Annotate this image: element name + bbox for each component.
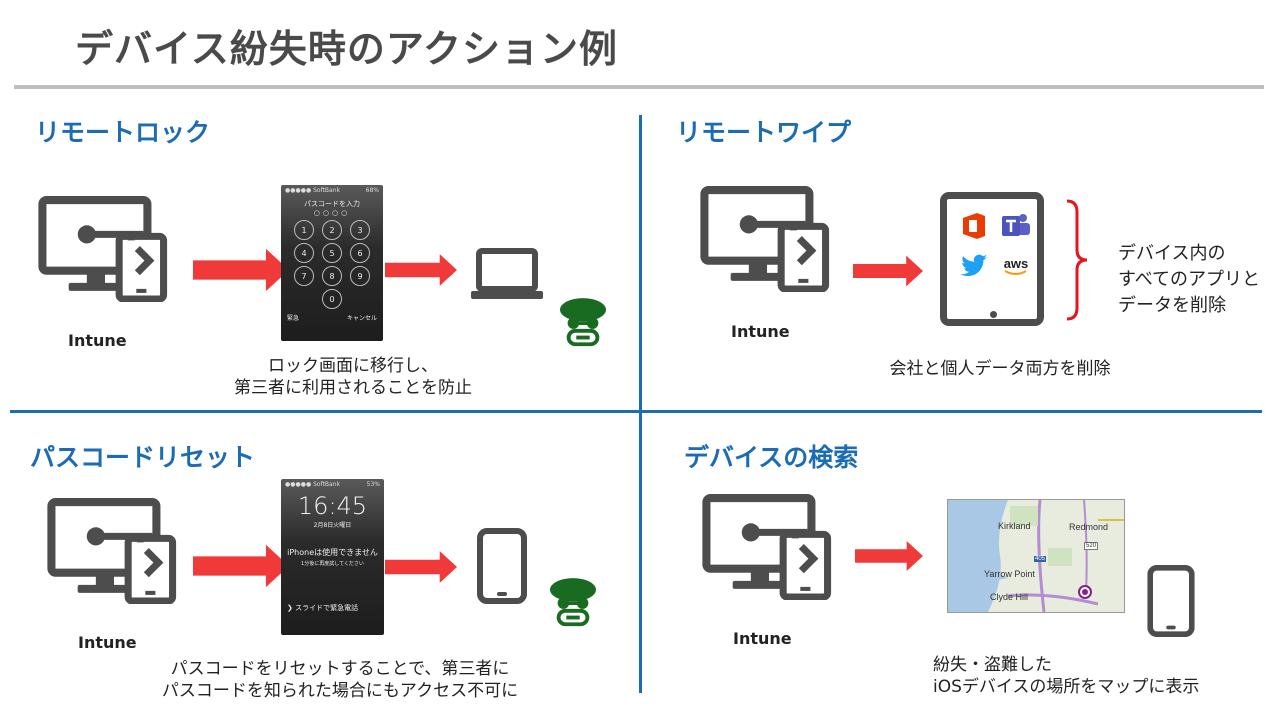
arrow-icon (193, 544, 289, 588)
section-title-remote-lock: リモートロック (35, 118, 211, 147)
arrow-icon (855, 534, 923, 578)
battery-text: 53% (366, 481, 380, 488)
carrier-text: ●●●●● SoftBank (285, 187, 340, 194)
battery-text: 68% (365, 187, 379, 194)
caption-line: パスコードを知られた場合にもアクセス不可に (161, 681, 519, 701)
caption-line: iOSデバイスの場所をマップに表示 (933, 677, 1200, 697)
key-4: 4 (294, 243, 314, 263)
teams-app-icon (1001, 211, 1031, 241)
lockscreen-phone-screenshot: ●●●●● SoftBank 68% パスコードを入力 ○○○○ 1 2 3 4 … (281, 185, 383, 341)
location-map: Kirkland Redmond Yarrow Point Clyde Hill… (947, 499, 1125, 613)
wipe-description-line: データを削除 (1118, 295, 1226, 316)
arrow-icon (193, 248, 289, 292)
home-button-icon (990, 311, 997, 318)
retry-message: 1分後に再度試してください (301, 561, 364, 567)
caption-line: ロック画面に移行し、 (268, 356, 438, 376)
bracket-icon (1066, 199, 1088, 321)
clock-text: 16:45 (297, 492, 368, 520)
map-background (948, 500, 1124, 612)
twitter-app-icon (959, 251, 989, 281)
emergency-text: 緊急 (287, 315, 300, 322)
intune-label: Intune (733, 629, 792, 648)
map-label-clyde-hill: Clyde Hill (990, 592, 1029, 602)
caption-remote-lock: ロック画面に移行し、 第三者に利用されることを防止 (218, 355, 488, 399)
road-shield-405: 405 (1034, 556, 1047, 562)
arrow-icon (853, 249, 923, 293)
key-9: 9 (350, 266, 370, 286)
arrow-icon (385, 248, 457, 292)
disabled-message: iPhoneは使用できません (287, 548, 378, 557)
intune-device-icon (38, 196, 170, 302)
key-7: 7 (294, 266, 314, 286)
section-title-remote-wipe: リモートワイプ (676, 118, 852, 147)
caption-remote-wipe: 会社と個人データ両方を削除 (889, 359, 1111, 379)
section-title-device-search: デバイスの検索 (684, 443, 859, 472)
smartphone-icon (477, 528, 527, 604)
key-1: 1 (294, 220, 314, 240)
page-title: デバイス紛失時のアクション例 (75, 27, 618, 71)
attacker-icon (559, 296, 607, 356)
wipe-description-line: デバイス内の (1118, 243, 1226, 264)
aws-app-icon: aws (1001, 251, 1031, 281)
key-6: 6 (350, 243, 370, 263)
passcode-dots: ○○○○ (313, 209, 351, 217)
arrow-icon (385, 545, 457, 589)
intune-label: Intune (78, 633, 137, 652)
wipe-description-line: すべてのアプリと (1118, 269, 1261, 290)
cancel-text: キャンセル (346, 315, 377, 322)
intune-device-icon (47, 498, 179, 604)
smartphone-icon (1146, 565, 1196, 637)
caption-line: 第三者に利用されることを防止 (234, 378, 472, 398)
office-app-icon (959, 211, 989, 241)
horizontal-divider (10, 410, 1262, 413)
vertical-divider (639, 115, 642, 693)
intune-label: Intune (68, 331, 127, 350)
map-label-kirkland: Kirkland (998, 521, 1031, 531)
caption-device-search: 紛失・盗難した iOSデバイスの場所をマップに表示 (933, 654, 1213, 698)
slide-emergency-text: ❯ スライドで緊急電話 (287, 604, 359, 612)
location-pin-icon (1078, 585, 1092, 599)
carrier-text: ●●●●● SoftBank (285, 481, 340, 488)
key-8: 8 (322, 266, 342, 286)
key-5: 5 (322, 243, 342, 263)
disabled-phone-screenshot: ●●●●● SoftBank 53% 16:45 2月8日火曜日 iPhoneは使… (281, 479, 384, 635)
aws-label: aws (1003, 255, 1029, 271)
key-2: 2 (322, 220, 342, 240)
wipe-description: デバイス内の すべてのアプリと データを削除 (1118, 241, 1260, 319)
tablet-icon: aws (940, 192, 1044, 326)
map-label-yarrow-point: Yarrow Point (984, 569, 1035, 579)
passcode-prompt: パスコードを入力 (304, 200, 360, 208)
attacker-icon (549, 576, 597, 636)
caption-passcode-reset: パスコードをリセットすることで、第三者に パスコードを知られた場合にもアクセス不… (160, 658, 520, 702)
road-shield-520: 520 (1084, 542, 1099, 550)
date-text: 2月8日火曜日 (313, 522, 352, 529)
key-3: 3 (350, 220, 370, 240)
map-label-redmond: Redmond (1069, 522, 1109, 532)
key-0: 0 (322, 289, 342, 309)
title-divider (14, 85, 1264, 89)
section-title-passcode-reset: パスコードリセット (30, 443, 256, 472)
laptop-icon (471, 248, 543, 299)
intune-device-icon (702, 494, 834, 600)
intune-device-icon (700, 186, 832, 292)
intune-label: Intune (731, 322, 790, 341)
keypad: 1 2 3 4 5 6 7 8 9 0 (281, 220, 383, 309)
caption-line: 紛失・盗難した (933, 655, 1052, 675)
caption-line: パスコードをリセットすることで、第三者に (170, 659, 510, 679)
